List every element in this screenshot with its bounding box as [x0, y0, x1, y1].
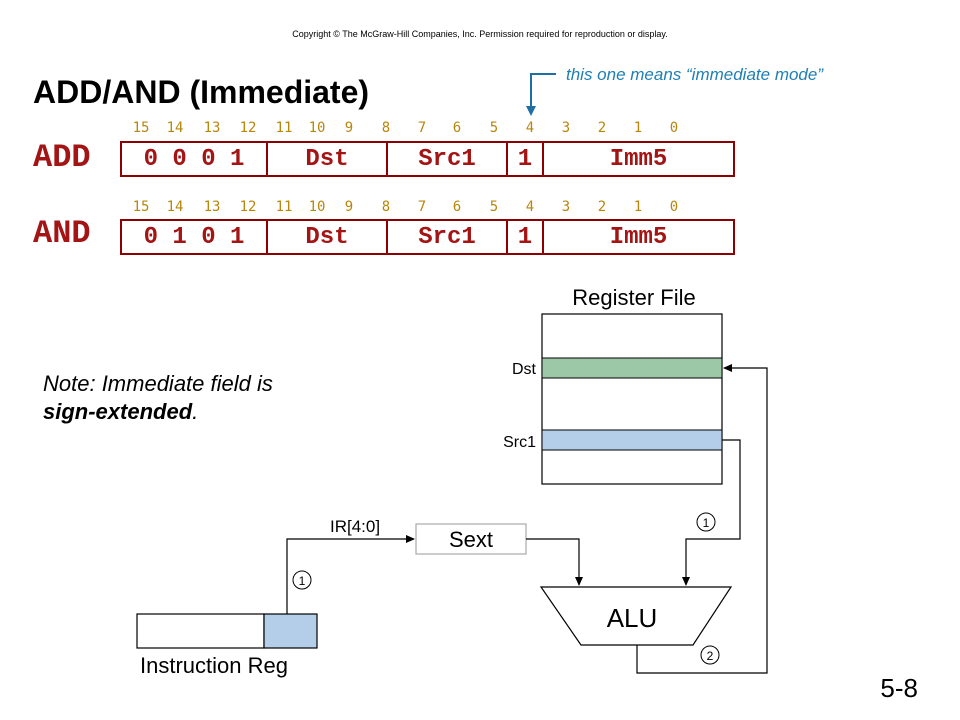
dst-field: Dst	[268, 143, 388, 175]
ir-to-sext-wire	[286, 535, 415, 614]
note-period: .	[192, 399, 199, 424]
bit-number: 14	[166, 199, 184, 215]
sext-to-alu-wire	[526, 538, 583, 586]
step-marker	[696, 512, 716, 532]
alu-to-dst-wire	[636, 364, 768, 674]
bit-number: 8	[381, 120, 391, 136]
bit-number: 15	[132, 199, 150, 215]
opcode-field: 0 1 0 1	[122, 221, 268, 253]
src1-field: Src1	[388, 221, 508, 253]
src1-to-alu-wire	[682, 439, 741, 586]
bit-number: 15	[132, 120, 150, 136]
sign-extension-note: Note: Immediate field is sign-extended.	[43, 370, 273, 426]
step-marker	[292, 570, 312, 590]
add-bit-numbers: 15 14 13 12 11 10 9 8 7 6 5 4 3 2 1 0	[129, 120, 729, 138]
slide-title: ADD/AND (Immediate)	[33, 74, 370, 110]
dst-field: Dst	[268, 221, 388, 253]
dst-register	[541, 357, 723, 379]
and-instruction-format: 0 1 0 1 Dst Src1 1 Imm5	[120, 219, 735, 255]
ir-imm-field	[263, 613, 318, 649]
step-marker	[700, 645, 720, 665]
copyright-notice: Copyright © The McGraw-Hill Companies, I…	[292, 29, 668, 39]
bit-number: 13	[203, 199, 221, 215]
bit-number: 8	[381, 199, 391, 215]
bit-number: 6	[452, 120, 462, 136]
bit-number: 2	[597, 120, 607, 136]
register-file	[541, 313, 723, 485]
step-marker-number: 2	[707, 649, 714, 663]
register-file-label: Register File	[572, 285, 695, 310]
bit-number: 10	[308, 199, 326, 215]
sext-unit	[415, 523, 527, 555]
mode-bit-field: 1	[508, 143, 544, 175]
bit-number: 0	[669, 120, 679, 136]
bit-number: 3	[561, 120, 571, 136]
bit-number: 12	[239, 120, 257, 136]
bit-number: 13	[203, 120, 221, 136]
instruction-reg-label: Instruction Reg	[140, 653, 288, 678]
bit-number: 2	[597, 199, 607, 215]
bit-number: 14	[166, 120, 184, 136]
bit-number: 4	[525, 199, 535, 215]
src1-register	[541, 429, 723, 451]
bit-number: 0	[669, 199, 679, 215]
step-marker-number: 1	[299, 574, 306, 588]
src1-register-label: Src1	[503, 434, 536, 451]
bit-number: 11	[275, 199, 293, 215]
bit-number: 9	[344, 120, 354, 136]
sext-label: Sext	[449, 527, 493, 552]
imm5-field: Imm5	[609, 223, 668, 251]
dst-register-label: Dst	[512, 361, 537, 378]
mode-bit-field: 1	[508, 221, 544, 253]
and-bit-numbers: 15 14 13 12 11 10 9 8 7 6 5 4 3 2 1 0	[129, 199, 729, 217]
bit-number: 5	[489, 120, 499, 136]
add-opcode-name: ADD	[33, 139, 91, 176]
bit-number: 6	[452, 199, 462, 215]
page-number: 5-8	[880, 673, 918, 703]
note-line-1: Note: Immediate field is	[43, 371, 273, 396]
alu	[539, 586, 733, 646]
bit-number: 7	[417, 120, 427, 136]
opcode-field: 0 0 0 1	[122, 143, 268, 175]
note-bold-text: sign-extended	[43, 399, 193, 424]
bit-number: 11	[275, 120, 293, 136]
and-opcode-name: AND	[33, 215, 91, 252]
alu-label: ALU	[607, 603, 658, 633]
bit-number: 1	[633, 199, 643, 215]
bit-number: 10	[308, 120, 326, 136]
imm5-field: Imm5	[609, 145, 668, 173]
src1-field: Src1	[388, 143, 508, 175]
ir-field-label: IR[4:0]	[330, 517, 380, 536]
bit-number: 3	[561, 199, 571, 215]
bit-number: 4	[525, 120, 535, 136]
add-instruction-format: 0 0 0 1 Dst Src1 1 Imm5	[120, 141, 735, 177]
bit-number: 5	[489, 199, 499, 215]
bit-number: 7	[417, 199, 427, 215]
bit-number: 12	[239, 199, 257, 215]
step-marker-number: 1	[703, 516, 710, 530]
immediate-mode-annotation: this one means “immediate mode”	[566, 65, 824, 84]
annotation-arrow	[526, 73, 556, 116]
bit-number: 1	[633, 120, 643, 136]
note-line-2: sign-extended.	[43, 398, 273, 426]
bit-number: 9	[344, 199, 354, 215]
instruction-register	[136, 613, 265, 649]
